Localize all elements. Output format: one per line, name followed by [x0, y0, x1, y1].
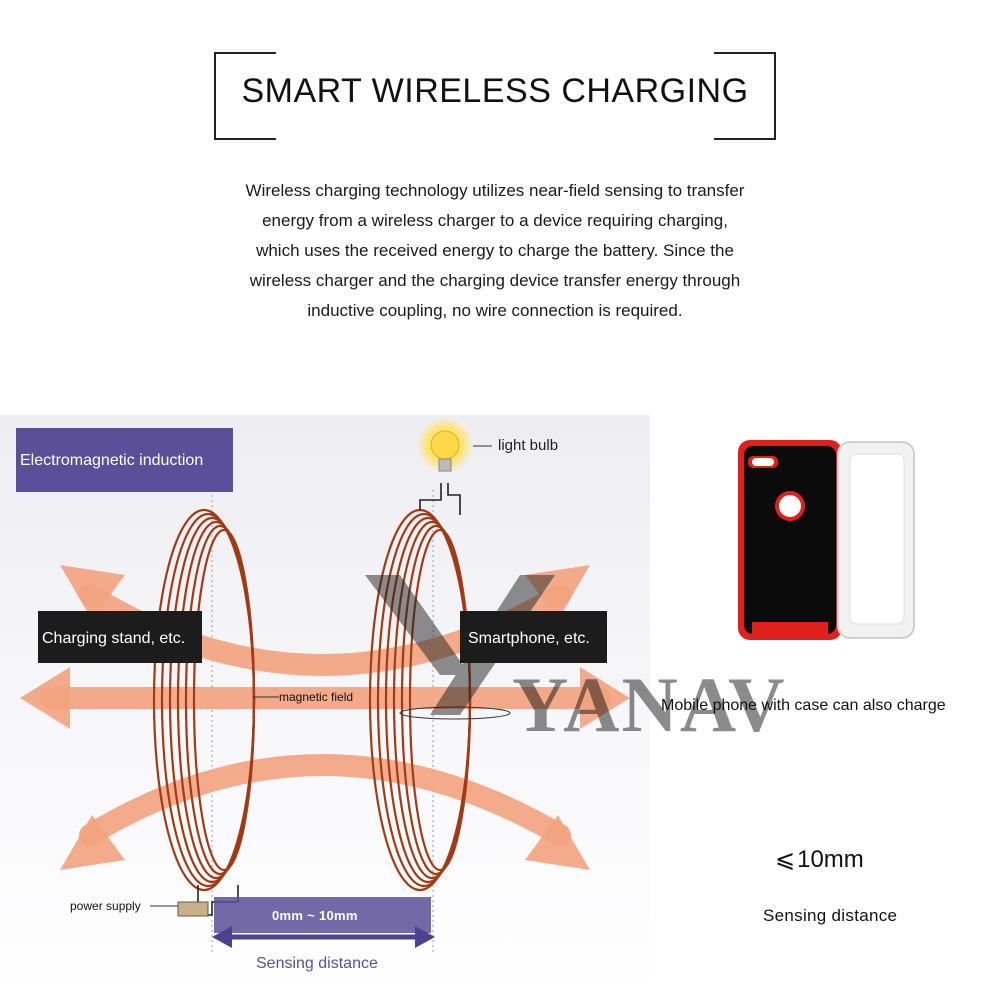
- title-bracket-right: [714, 52, 776, 140]
- less-equal-icon: ⩽: [775, 846, 796, 873]
- intro-line: wireless charger and the charging device…: [249, 271, 741, 290]
- transmitter-coil: [152, 508, 256, 892]
- em-induction-label: Electromagnetic induction: [16, 428, 233, 492]
- watermark-text: YANAV: [512, 661, 787, 748]
- light-bulb-label: light bulb: [498, 437, 559, 454]
- distance-caption: Sensing distance: [763, 906, 898, 925]
- magnetic-field-label: magnetic field: [279, 690, 354, 704]
- diagram-sensing-distance-label: Sensing distance: [256, 955, 378, 972]
- phone-with-case-image: [730, 436, 920, 651]
- distance-value: ⩽10mm: [775, 845, 864, 874]
- page-title: SMART WIRELESS CHARGING: [241, 72, 749, 110]
- title-bracket-left: [214, 52, 276, 140]
- intro-line: which uses the received energy to charge…: [256, 241, 734, 260]
- distance-number: 10mm: [797, 846, 864, 873]
- power-supply-label: power supply: [70, 899, 141, 913]
- intro-line: inductive coupling, no wire connection i…: [307, 301, 683, 320]
- title-frame: SMART WIRELESS CHARGING: [214, 52, 776, 140]
- intro-line: Wireless charging technology utilizes ne…: [245, 181, 745, 200]
- intro-line: energy from a wireless charger to a devi…: [262, 211, 728, 230]
- range-label: 0mm ~ 10mm: [272, 908, 358, 923]
- smartphone-label: Smartphone, etc.: [460, 611, 607, 663]
- charging-stand-label: Charging stand, etc.: [38, 611, 202, 663]
- case-caption: Mobile phone with case can also charge: [661, 697, 946, 714]
- intro-paragraph: Wireless charging technology utilizes ne…: [200, 176, 790, 326]
- distance-arrow: [212, 926, 435, 948]
